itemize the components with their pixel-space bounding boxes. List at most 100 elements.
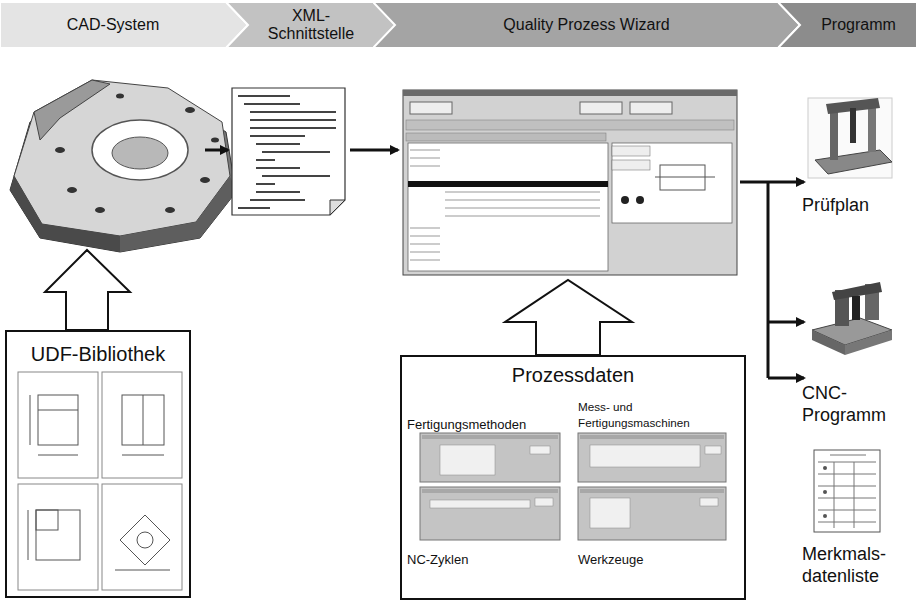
illustration-part [410,166,440,167]
illustration-part [430,500,530,508]
illustration-part [818,462,876,463]
illustration-part [612,160,650,170]
illustration-part [815,150,892,174]
illustration-part [852,296,860,320]
illustration-part [403,90,737,275]
illustration-part [578,487,726,540]
illustration-part [200,177,210,183]
illustration-part [30,395,31,445]
illustration-part [410,150,440,151]
cnc-machine [812,282,892,355]
illustration-part [818,498,876,499]
illustration-part [256,143,300,145]
illustration-part [578,433,726,482]
node-text: Fertigungsmethoden [407,417,526,433]
illustration-part [55,147,65,153]
illustration-part [112,137,168,169]
illustration-part [14,80,230,236]
xml-document [232,88,345,215]
illustration-part [116,94,124,99]
illustration-part [406,133,606,141]
data-caption: NC-Zyklen [407,549,572,571]
illustration-part [408,181,608,187]
node-text: Quality Prozess Wizard [503,15,669,34]
illustration-part [410,158,440,159]
illustration-part [830,455,866,456]
illustration-part [250,111,336,113]
node-text: UDF-Bibliothek [31,342,165,366]
illustration-part [122,455,164,456]
process-band: Quality Prozess Wizard [373,2,800,48]
illustration-part [250,199,305,201]
illustration-part [95,207,105,213]
cmm-machine [808,98,892,178]
illustration-part [238,96,336,208]
illustration-part [102,484,182,590]
illustration-part [410,228,440,229]
illustration-part [238,207,270,209]
udf-arrow [45,250,130,330]
illustration-part [250,119,336,121]
illustration-part [211,138,219,143]
illustration-part [845,330,892,355]
illustration-part [621,196,629,204]
illustration-part [410,102,452,114]
illustration-part [18,484,98,590]
illustration-part [768,181,804,184]
illustration-part [262,175,330,177]
illustration-part [18,372,98,478]
output-label: Merkmals- datenliste [802,540,912,592]
illustration-part [28,510,29,560]
illustration-part [256,183,275,185]
illustration-part [705,446,721,454]
illustration-part [580,489,724,493]
node-text: Programm [821,15,896,34]
illustration-part [256,167,300,169]
illustration-part [262,151,330,153]
illustration-part [590,498,630,528]
illustration-part [580,435,724,439]
illustration-part [740,181,768,184]
band-fill [226,2,396,48]
illustration-part [38,410,78,411]
illustration-part [403,90,737,96]
process-band: XML- Schnittstelle [226,2,396,48]
library-box: UDF-Bibliothek [5,330,191,598]
band-fill [778,2,917,48]
output-arrows [205,150,804,378]
illustration-part [38,395,78,445]
node-text: CAD-System [67,15,159,34]
illustration-part [36,510,58,530]
illustration-part [250,127,336,129]
data-box: ProzessdatenFertigungsmethoden Mess- und … [400,355,746,600]
illustration-part [410,260,440,261]
illustration-part [808,98,892,178]
illustration-part [185,107,195,113]
illustration-part [612,146,650,156]
illustration-part [410,150,600,260]
illustration-part [768,377,804,380]
illustration-part [767,182,770,378]
illustration-part [256,191,300,193]
illustration-part [256,159,275,161]
node-text: Prozessdaten [512,363,634,387]
band-fill [0,2,248,48]
node-text: Merkmals- datenliste [802,544,886,587]
illustration-part [812,330,845,355]
illustration-part [45,250,130,330]
illustration-part [535,498,553,506]
illustration-part [630,102,672,114]
illustration-part [34,80,110,140]
node-text: Prüfplan [802,195,869,217]
node-text: XML- Schnittstelle [268,7,354,42]
feature-list-document [814,450,880,532]
illustration-part [330,200,345,215]
illustration-part [818,522,876,523]
illustration-part [818,455,876,528]
node-text: Mess- und Fertigungsmaschinen [578,399,743,431]
illustration-part [67,187,77,193]
node-text: NC-Zyklen [407,552,468,568]
illustration-part [818,474,876,475]
